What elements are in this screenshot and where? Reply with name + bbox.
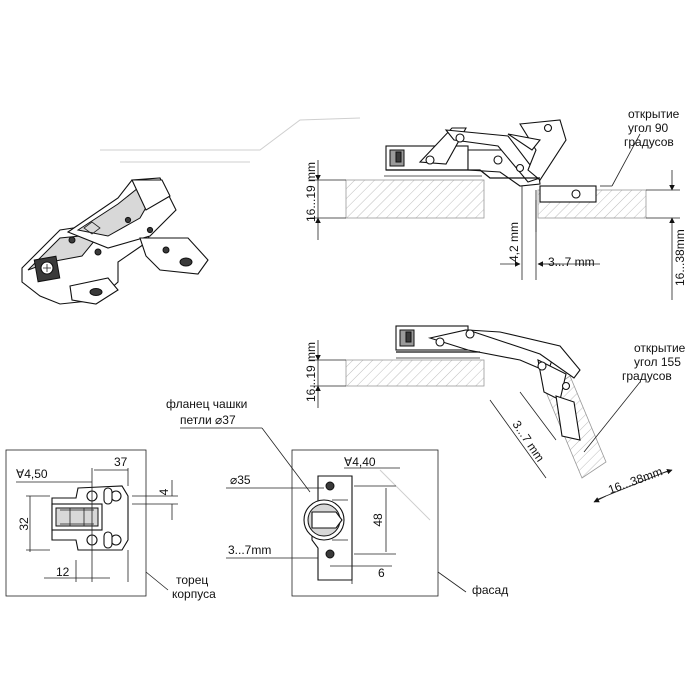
plate-caption-line1: торец: [176, 573, 208, 587]
plate-caption-line2: корпуса: [172, 587, 216, 601]
plate-dim-height: 32: [17, 517, 31, 531]
flange-note: фланец чашки петли ⌀37: [166, 397, 311, 493]
mounting-plate: [51, 485, 129, 551]
dim-cup-depth: 4,2 mm: [507, 222, 521, 262]
plate-view: ∀4,50 37 4 32 12 торец корпуса: [5, 449, 216, 601]
cup-view: ⌀35 ∀4,40 48 3...7mm 6 фасад: [226, 449, 508, 597]
hinge-body-90: [384, 119, 597, 203]
hinge-cup: [303, 475, 353, 581]
cup-dim-hole: ∀4,40: [344, 455, 376, 469]
cup-dim-diameter: ⌀35: [230, 473, 251, 487]
note-open-155-line1: открытие: [634, 341, 686, 355]
dim-carcass-thickness-155: 16...19 mm: [304, 342, 318, 402]
flange-note-line2: петли ⌀37: [180, 413, 236, 427]
dim-offset-top: 3...7 mm: [548, 255, 595, 269]
note-open-155-line2: угол 155: [634, 355, 681, 369]
side-view-90-degrees: 16...19 mm 4,2 mm 3...7 mm 16...38mm отк…: [304, 107, 687, 300]
dim-door-thickness-155: 16...38mm: [606, 464, 664, 497]
dim-offset-155: 3...7 mm: [510, 418, 548, 465]
cup-caption: фасад: [472, 583, 508, 597]
dim-door-thickness-top: 16...38mm: [673, 229, 687, 286]
note-open-155-line3: градусов: [622, 369, 672, 383]
plate-dim-hole: ∀4,50: [16, 467, 48, 481]
hinge-body-155: [395, 325, 581, 441]
cup-dim-height: 48: [371, 513, 385, 527]
plate-dim-small: 4: [157, 488, 171, 495]
cup-dim-offset: 3...7mm: [228, 543, 271, 557]
note-open-90-line2: угол 90: [628, 121, 669, 135]
plate-dim-bottom: 12: [56, 565, 70, 579]
hinge-3d-illustration: [21, 177, 209, 305]
note-open-90-line3: градусов: [624, 135, 674, 149]
plate-dim-width: 37: [114, 455, 128, 469]
side-view-155-degrees: 16...19 mm 3...7 mm 16...38mm открытие у…: [304, 325, 686, 503]
dim-carcass-thickness: 16...19 mm: [304, 162, 318, 222]
carcass-panel-155: [345, 359, 485, 387]
flange-note-line1: фланец чашки: [166, 397, 247, 411]
cup-dim-small: 6: [378, 566, 385, 580]
cup-view-frame: [291, 449, 439, 597]
note-open-90-line1: открытие: [628, 107, 680, 121]
plate-view-frame: [5, 449, 147, 597]
background-ghost-sketch: [100, 117, 431, 521]
carcass-panel: [345, 179, 485, 219]
